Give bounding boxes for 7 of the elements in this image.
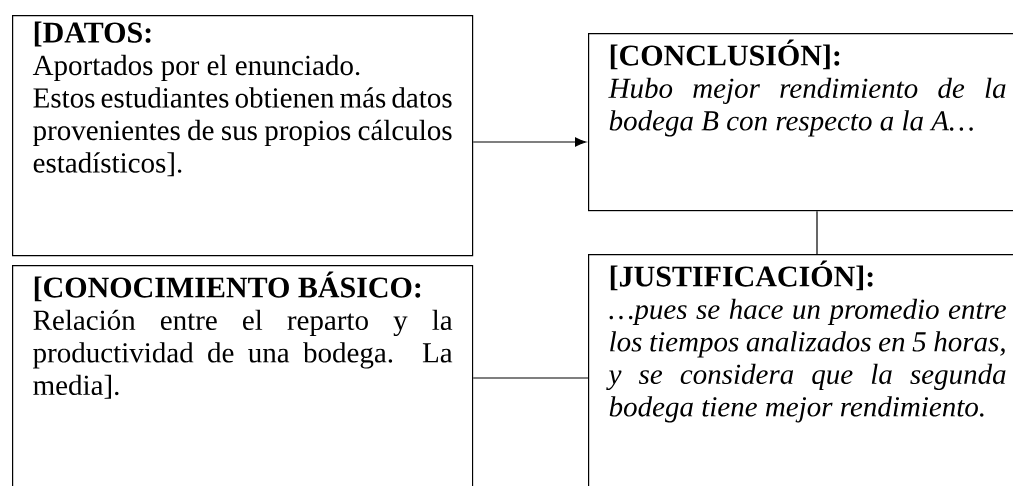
text-box: [DATOS: Aportados por el enunciado. Estos estudiantes obtienen más datos provenientes de sus propios cálculos estadísticos]. [12, 15, 474, 257]
text-box: [JUSTIFICACIÓN]: …pues se hace un promedio entre los tiempos analizados en 5 horas, y se considera que la segunda bodega tiene mejor rendimiento. [588, 254, 1013, 486]
connector-line [472, 377, 589, 379]
arrow [472, 137, 587, 147]
text-box: [CONOCIMIENTO BÁSICO: Relación entre el reparto y la productividad de una bodega. La media]. [12, 265, 474, 486]
connector-line [816, 210, 818, 255]
text-box: [CONCLUSIÓN]: Hubo mejor rendimiento de la bodega B con respecto a la A… [588, 33, 1013, 212]
